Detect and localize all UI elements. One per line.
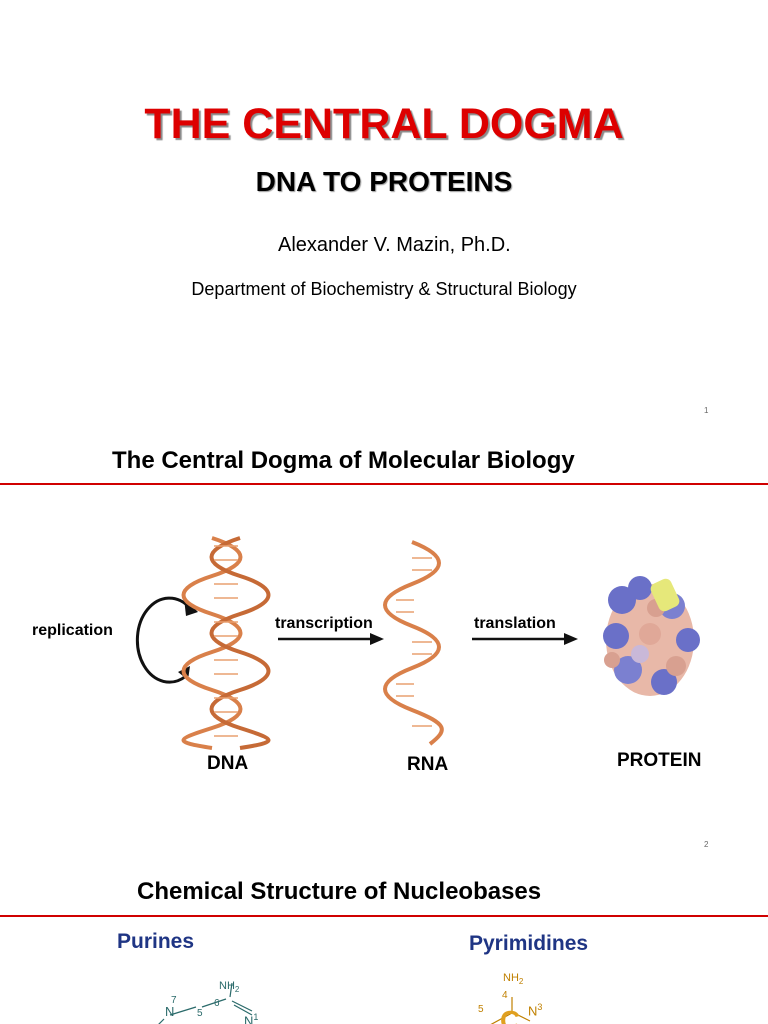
purine-structure-icon [158,982,253,1024]
pyrimidine-c5-number: 5 [478,1004,484,1015]
page-number: 1 [704,406,709,415]
rna-strand-icon [383,540,444,746]
transcription-arrowhead [370,633,384,645]
pyrimidine-c4-number: 4 [502,990,508,1001]
translation-arrowhead [564,633,578,645]
replication-arrow [135,596,192,684]
presentation-subtitle: DNA TO PROTEINS [255,166,513,197]
dna-helix-icon [181,536,271,750]
translation-label: translation [474,615,556,632]
slide-nucleobases: Chemical Structure of Nucleobases Purine… [0,860,768,1024]
purines-heading: Purines [117,930,195,953]
cytosine-letter: C [500,1005,521,1024]
dna-label: DNA [207,753,249,774]
pyrimidine-structure-icon [490,997,531,1024]
pyrimidine-n3-atom: N3 [528,1002,543,1019]
pyrimidine-nh2-label: NH2 [503,972,524,987]
purine-n7-number: 7 [171,995,177,1006]
heading-divider [0,483,768,485]
purine-c5-number: 5 [197,1008,203,1019]
heading-divider [0,915,768,917]
slide-central-dogma: The Central Dogma of Molecular Biology [0,430,768,860]
purine-n7-atom: N [165,1004,175,1019]
rna-label: RNA [407,754,449,775]
presentation-title: THE CENTRAL DOGMA [144,100,624,148]
central-dogma-diagram [135,536,700,750]
transcription-label: transcription [275,615,373,632]
protein-label: PROTEIN [617,750,702,771]
replication-label: replication [32,622,113,639]
slide-title: THE CENTRAL DOGMA DNA TO PROTEINS Alexan… [0,0,768,430]
slide-heading: Chemical Structure of Nucleobases [137,878,542,905]
pyrimidines-heading: Pyrimidines [469,932,589,955]
department-name: Department of Biochemistry & Structural … [191,279,577,299]
slide-heading: The Central Dogma of Molecular Biology [112,447,575,474]
purine-nh2-label: NH2 [219,980,240,995]
page-number: 2 [704,840,709,849]
author-name: Alexander V. Mazin, Ph.D. [278,234,511,256]
purine-c6-number: 6 [214,998,220,1009]
purine-n1-atom: N1 [244,1012,259,1024]
protein-structure-icon [603,576,700,696]
